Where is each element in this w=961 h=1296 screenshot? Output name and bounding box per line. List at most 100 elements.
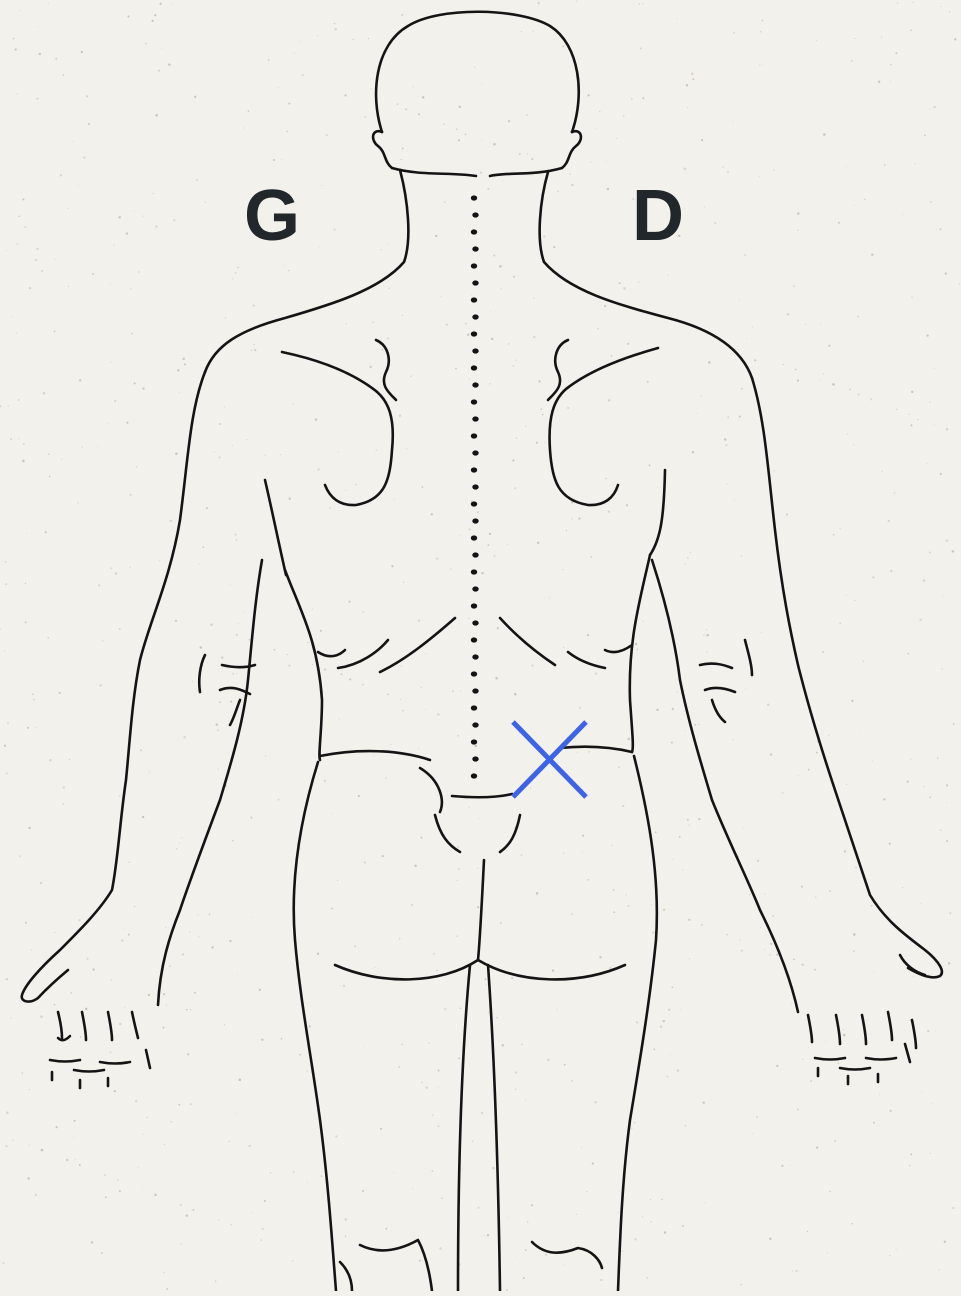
paper-speck [770,943,772,945]
paper-speck [119,1023,121,1025]
paper-speck [838,1062,839,1063]
paper-speck [878,81,880,83]
paper-speck [656,709,658,711]
paper-speck [647,381,649,383]
paper-speck [24,226,26,228]
paper-speck [35,727,36,728]
paper-speck [178,1104,180,1106]
paper-speck [68,286,69,287]
paper-speck [238,623,239,624]
paper-speck [828,345,830,347]
paper-speck [146,1117,148,1119]
paper-speck [477,906,479,908]
paper-speck [138,1167,139,1168]
paper-speck [243,612,244,613]
paper-speck [486,984,487,985]
paper-speck [130,494,132,496]
paper-speck [884,164,885,165]
paper-speck [870,398,872,400]
paper-speck [500,922,502,924]
paper-speck [627,343,629,345]
paper-speck [571,518,572,519]
paper-speck [739,416,741,418]
scapulae [282,340,658,505]
paper-speck [181,837,182,838]
paper-speck [640,47,642,49]
paper-speck [140,750,142,752]
paper-speck [145,43,147,45]
paper-speck [733,500,734,501]
paper-speck [397,103,399,105]
paper-speck [769,954,771,956]
paper-speck [526,114,528,116]
paper-speck [834,1140,836,1142]
right-arm [650,378,942,1084]
paper-speck [394,499,395,500]
paper-speck [436,557,438,559]
paper-speck [949,11,950,12]
paper-speck [346,323,347,324]
paper-speck [418,748,419,749]
paper-speck [667,1076,669,1078]
paper-speck [563,852,565,854]
paper-speck [671,742,673,744]
paper-speck [190,1009,191,1010]
paper-speck [345,490,346,491]
paper-speck [119,628,121,630]
paper-speck [688,919,690,921]
paper-speck [923,579,926,582]
paper-speck [4,650,5,651]
paper-speck [343,985,345,987]
paper-speck [595,184,596,185]
paper-speck [221,656,224,659]
paper-speck [158,70,160,72]
paper-speck [562,569,563,570]
paper-speck [944,1241,946,1243]
paper-speck [889,1255,891,1257]
paper-speck [931,1103,932,1104]
paper-speck [435,235,437,237]
paper-speck [590,556,592,558]
paper-speck [631,1128,632,1129]
paper-speck [317,468,319,470]
paper-speck [538,380,540,382]
paper-speck [164,1144,165,1145]
paper-speck [385,1228,387,1230]
paper-speck [60,174,62,176]
paper-speck [23,443,25,445]
paper-speck [180,1204,182,1206]
paper-speck [127,15,129,17]
paper-speck [634,1238,636,1240]
paper-speck [235,1113,236,1114]
paper-speck [808,769,810,771]
paper-speck [329,507,331,509]
paper-speck [474,67,475,68]
paper-speck [569,173,570,174]
paper-speck [278,799,280,801]
paper-speck [946,802,947,803]
paper-speck [533,336,535,338]
paper-speck [531,158,533,160]
paper-speck [599,111,601,113]
paper-speck [183,736,185,738]
paper-speck [727,416,729,418]
paper-speck [586,496,587,497]
paper-speck [126,422,128,424]
paper-speck [929,796,931,798]
paper-speck [888,520,890,522]
paper-speck [35,1194,37,1196]
paper-speck [663,909,666,912]
paper-speck [134,382,136,384]
paper-speck [225,317,226,318]
paper-speck [324,780,326,782]
paper-speck [471,724,472,725]
paper-speck [309,1025,311,1027]
paper-speck [494,555,496,557]
paper-speck [459,535,460,536]
paper-speck [70,992,72,994]
paper-speck [458,1057,460,1059]
paper-speck [853,444,854,445]
paper-speck [873,972,874,973]
paper-speck [564,1064,566,1066]
